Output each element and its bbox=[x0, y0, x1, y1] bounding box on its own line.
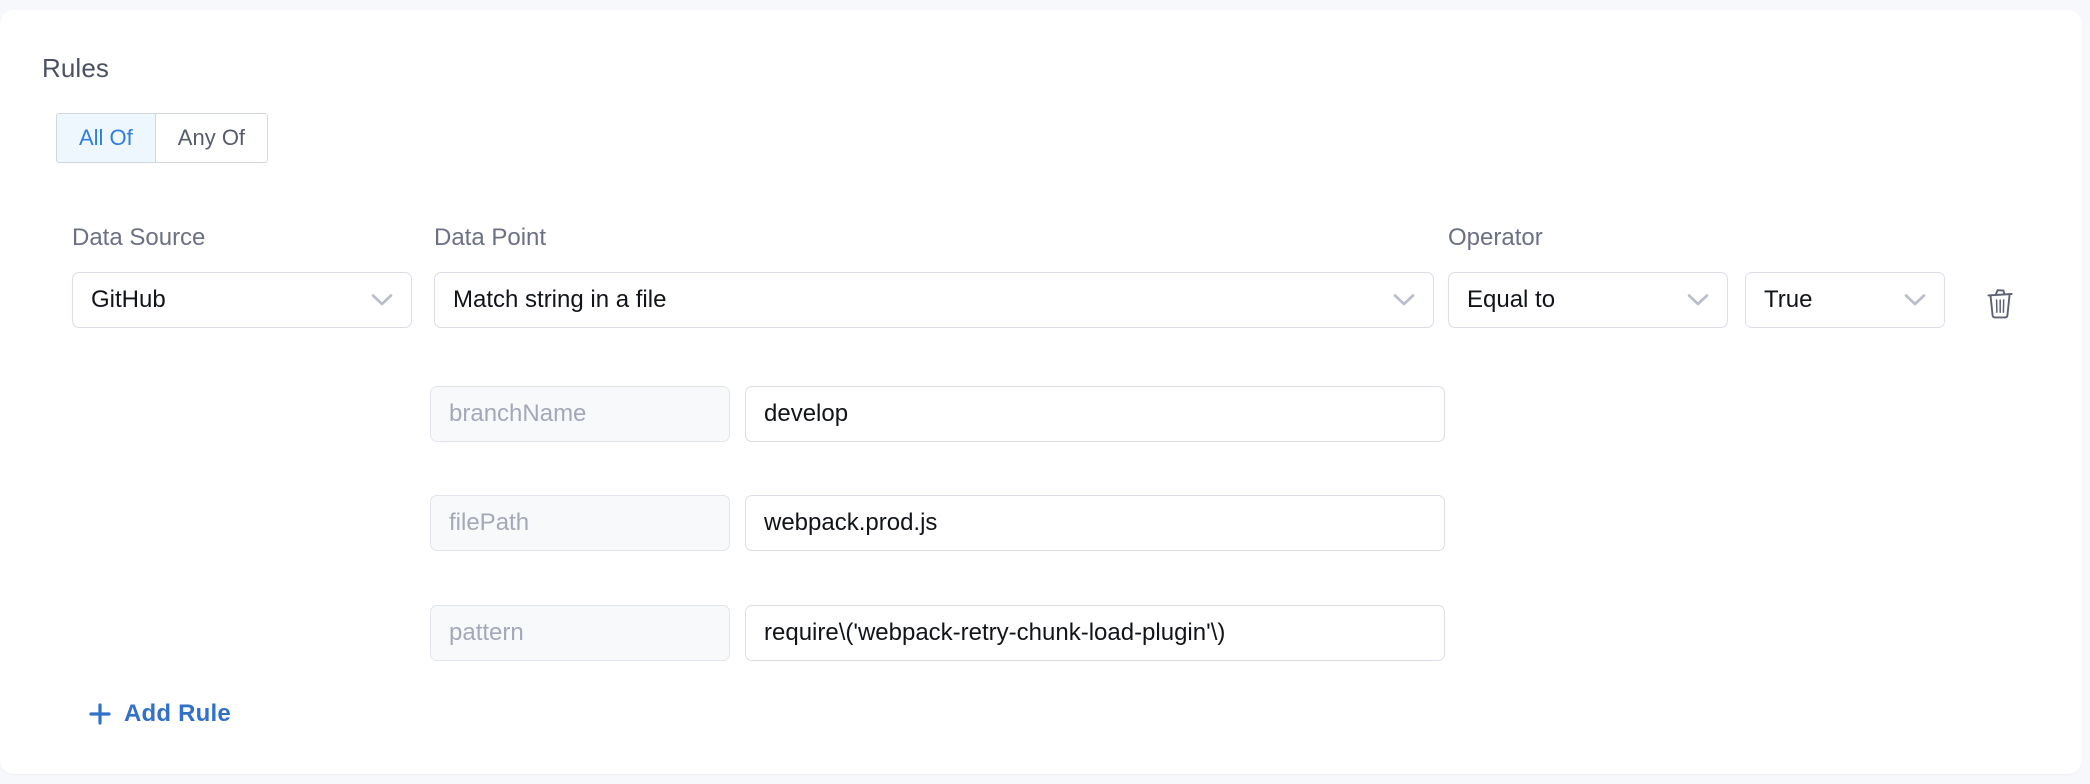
plus-icon bbox=[88, 702, 112, 726]
data-source-select[interactable]: GitHub bbox=[72, 272, 412, 328]
data-source-label: Data Source bbox=[72, 224, 206, 251]
data-source-value: GitHub bbox=[91, 286, 166, 313]
chevron-down-icon bbox=[365, 293, 399, 307]
rules-card: Rules All Of Any Of Data Source Data Poi… bbox=[0, 10, 2082, 774]
param-key-filepath: filePath bbox=[430, 495, 730, 551]
toggle-option-all-of[interactable]: All Of bbox=[57, 114, 155, 162]
add-rule-button[interactable]: Add Rule bbox=[88, 700, 231, 728]
delete-rule-button[interactable] bbox=[1981, 285, 2019, 323]
toggle-option-any-of[interactable]: Any Of bbox=[154, 114, 268, 162]
operator-boolean-value: True bbox=[1764, 286, 1813, 313]
param-key-branchname: branchName bbox=[430, 386, 730, 442]
operator-select[interactable]: Equal to bbox=[1448, 272, 1728, 328]
chevron-down-icon bbox=[1387, 293, 1421, 307]
add-rule-label: Add Rule bbox=[124, 700, 231, 727]
match-type-toggle[interactable]: All Of Any Of bbox=[56, 113, 269, 163]
param-value-filepath[interactable]: webpack.prod.js bbox=[745, 495, 1445, 551]
trash-icon bbox=[1984, 286, 2016, 323]
param-key-pattern: pattern bbox=[430, 605, 730, 661]
chevron-down-icon bbox=[1898, 293, 1932, 307]
data-point-value: Match string in a file bbox=[453, 286, 667, 313]
data-point-select[interactable]: Match string in a file bbox=[434, 272, 1434, 328]
param-value-pattern[interactable]: require\('webpack-retry-chunk-load-plugi… bbox=[745, 605, 1445, 661]
chevron-down-icon bbox=[1681, 293, 1715, 307]
param-value-branchname[interactable]: develop bbox=[745, 386, 1445, 442]
operator-value: Equal to bbox=[1467, 286, 1556, 313]
page-title: Rules bbox=[42, 53, 109, 83]
data-point-label: Data Point bbox=[434, 224, 547, 251]
operator-boolean-select[interactable]: True bbox=[1745, 272, 1945, 328]
operator-label: Operator bbox=[1448, 224, 1543, 251]
